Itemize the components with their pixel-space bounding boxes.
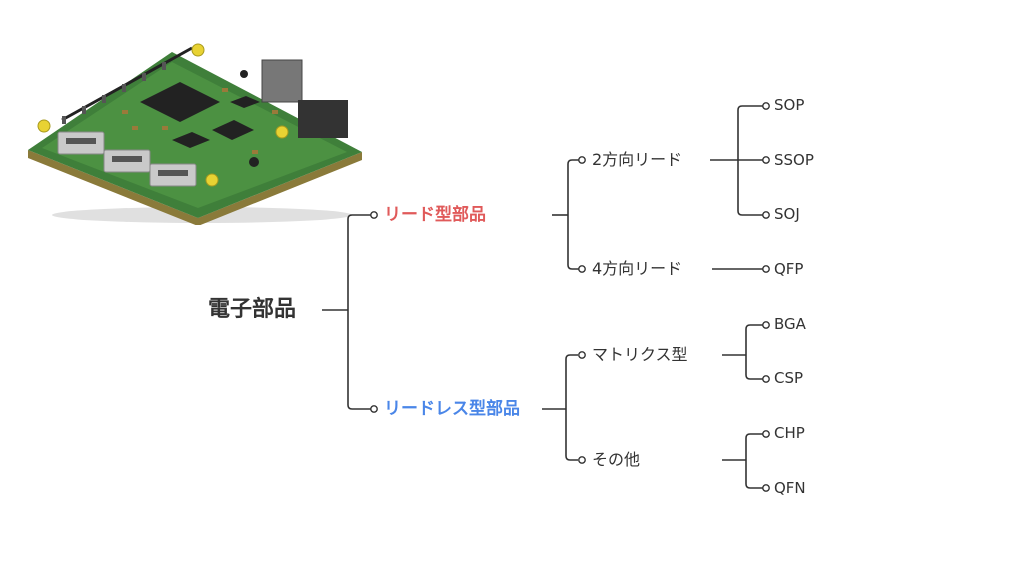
connector-other [745, 433, 764, 489]
leaf-label-chp: CHP [774, 424, 805, 442]
category-label-leadless: リードレス型部品 [384, 399, 520, 419]
leaf-label-qfn: QFN [774, 479, 806, 497]
node-dot-leaded [370, 211, 378, 219]
group-label-matrix: マトリクス型 [592, 345, 688, 364]
node-dot-ssop [762, 156, 770, 164]
node-dot-two-direction [578, 156, 586, 164]
circuit-board-icon [28, 43, 362, 225]
node-dot-bga [762, 321, 770, 329]
group-label-four-direction: 4方向リード [592, 259, 683, 278]
leaf-label-qfp: QFP [774, 260, 804, 278]
connector-leadless [565, 354, 578, 461]
node-dot-other [578, 456, 586, 464]
leaf-label-sop: SOP [774, 96, 805, 114]
root-label: 電子部品 [208, 297, 297, 322]
node-dot-csp [762, 375, 770, 383]
group-label-two-direction: 2方向リード [592, 150, 683, 169]
node-dot-soj [762, 211, 770, 219]
node-dot-chp [762, 430, 770, 438]
leaf-label-bga: BGA [774, 315, 806, 333]
leaf-label-soj: SOJ [774, 205, 800, 223]
node-dot-leadless [370, 405, 378, 413]
connector-two-direction [737, 105, 764, 216]
connector-leaded [567, 159, 580, 270]
connector-matrix [745, 324, 764, 380]
leaf-label-ssop: SSOP [774, 151, 814, 169]
category-label-leaded: リード型部品 [384, 205, 486, 225]
node-dot-qfn [762, 484, 770, 492]
group-label-other: その他 [592, 450, 641, 469]
node-dot-four-direction [578, 265, 586, 273]
leaf-label-csp: CSP [774, 369, 804, 387]
node-dot-matrix [578, 351, 586, 359]
node-dot-sop [762, 102, 770, 110]
connector-root [347, 214, 372, 410]
node-dot-qfp [762, 265, 770, 273]
